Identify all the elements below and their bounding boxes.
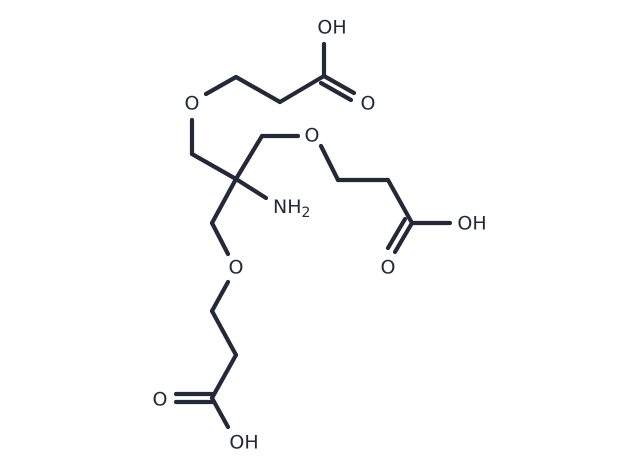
amino-group-label: NH2 — [273, 196, 310, 222]
bond — [277, 73, 327, 105]
hydroxyl-label: OH — [317, 17, 346, 39]
bond — [233, 74, 283, 105]
amino-nh-text: NH — [273, 196, 302, 218]
ether-oxygen-label: O — [229, 257, 244, 279]
bond — [209, 395, 231, 430]
bond — [189, 151, 239, 182]
double-bond — [321, 73, 357, 96]
amino-subscript: 2 — [302, 205, 311, 221]
bond — [385, 177, 415, 226]
bond — [209, 220, 231, 257]
bond — [233, 176, 269, 201]
ether-oxygen-label: O — [305, 125, 320, 147]
bond — [209, 308, 239, 358]
hydroxyl-label: OH — [457, 213, 486, 235]
bond — [203, 74, 239, 97]
bond — [209, 352, 239, 401]
bond — [318, 143, 341, 183]
double-bond — [392, 220, 415, 255]
carbonyl-oxygen-label: O — [361, 93, 376, 115]
hydroxyl-label: OH — [229, 432, 258, 454]
atom-labels: OH O O O NH2 OH O O O OH — [153, 17, 487, 454]
bond — [233, 133, 265, 182]
bonds — [173, 41, 453, 430]
carbonyl-oxygen-label: O — [381, 257, 396, 279]
bond — [209, 176, 239, 226]
double-bond — [318, 80, 354, 103]
bond — [209, 279, 231, 314]
double-bond — [385, 216, 408, 251]
ether-oxygen-label: O — [185, 93, 200, 115]
carbonyl-oxygen-label: O — [153, 389, 168, 411]
